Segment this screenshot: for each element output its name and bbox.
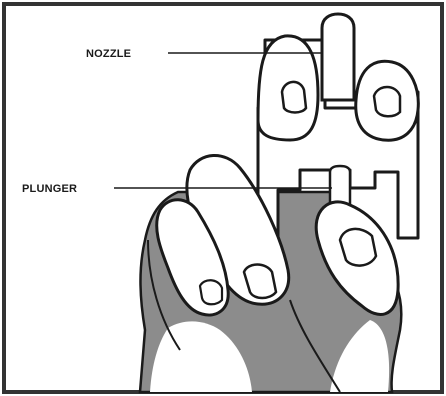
thumbnail [340,229,376,266]
right-fingernail [374,87,400,116]
plunger-label: PLUNGER [22,183,77,195]
left-fingernail [282,82,306,113]
nozzle-label: NOZZLE [86,48,131,60]
middle-fingernail [200,280,222,304]
nozzle-tip [322,14,354,100]
